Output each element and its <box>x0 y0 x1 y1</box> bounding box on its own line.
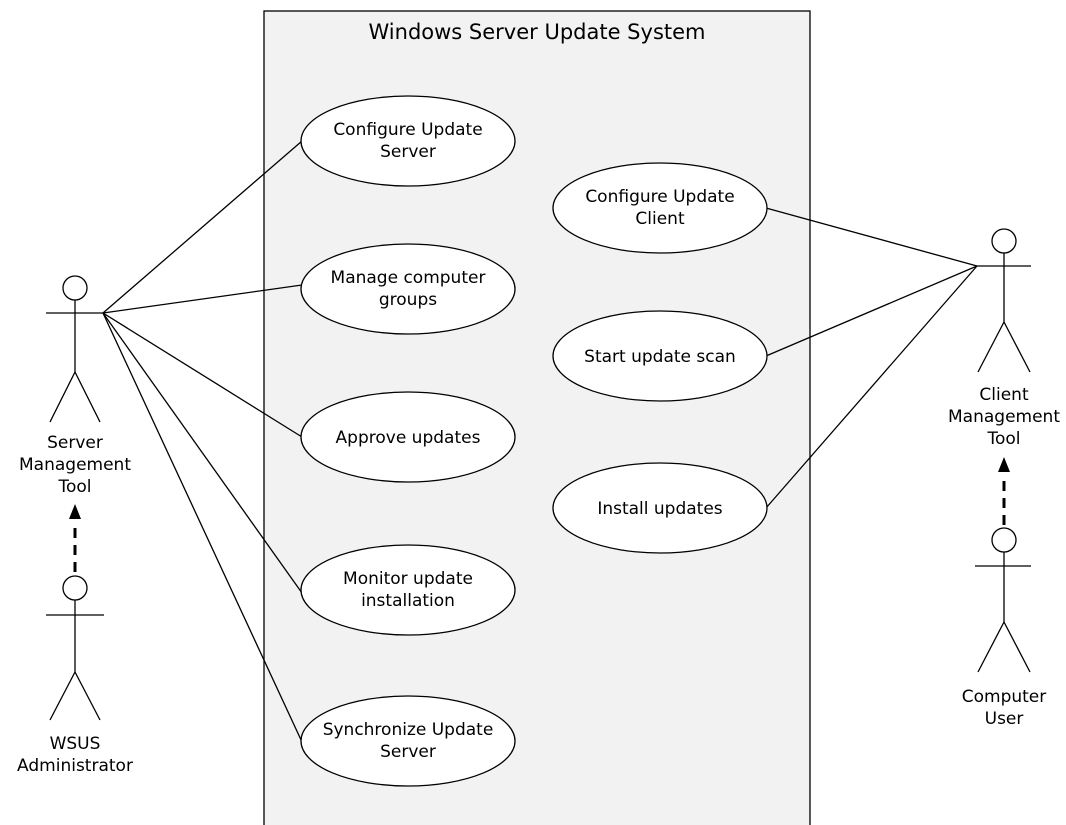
svg-text:installation: installation <box>361 591 455 611</box>
svg-text:Tool: Tool <box>986 429 1020 449</box>
association-line <box>102 312 303 743</box>
actor-head <box>991 527 1017 553</box>
arrowhead-icon <box>69 504 81 519</box>
svg-text:Client: Client <box>635 209 685 229</box>
svg-text:Server: Server <box>47 433 103 453</box>
svg-text:Client: Client <box>979 385 1029 405</box>
svg-text:Configure Update: Configure Update <box>333 120 482 140</box>
client-associations <box>765 207 978 509</box>
actor-head <box>62 275 88 301</box>
association-line <box>102 140 303 314</box>
arrowhead-icon <box>998 457 1010 472</box>
association-line <box>102 312 303 438</box>
use-case-approve-updates: Approve updates <box>300 391 516 483</box>
use-case-synchronize-update-server: Synchronize Update Server <box>300 695 516 787</box>
svg-text:Tool: Tool <box>57 477 91 497</box>
association-line <box>765 207 978 267</box>
association-line <box>102 312 303 594</box>
actor-wsus-administrator: WSUS Administrator <box>17 575 133 776</box>
svg-text:Computer: Computer <box>962 687 1047 707</box>
association-line <box>765 265 978 509</box>
svg-text:Server: Server <box>380 142 436 162</box>
svg-text:Approve updates: Approve updates <box>336 428 481 448</box>
actor-client-management-tool: Client Management Tool <box>948 228 1060 449</box>
actor-head <box>991 228 1017 254</box>
use-case-monitor-update-installation: Monitor update installation <box>300 544 516 636</box>
svg-text:Administrator: Administrator <box>17 756 133 776</box>
system-title: Windows Server Update System <box>369 20 706 44</box>
svg-text:User: User <box>985 709 1024 729</box>
svg-text:groups: groups <box>379 290 437 310</box>
svg-text:Monitor update: Monitor update <box>343 569 473 589</box>
svg-text:WSUS: WSUS <box>50 734 101 754</box>
actor-server-management-tool: Server Management Tool <box>19 275 131 497</box>
svg-text:Manage computer: Manage computer <box>331 268 486 288</box>
svg-text:Configure Update: Configure Update <box>585 187 734 207</box>
association-line <box>102 284 303 314</box>
svg-text:Install updates: Install updates <box>597 499 722 519</box>
actor-head <box>62 575 88 601</box>
use-case-install-updates: Install updates <box>552 462 768 554</box>
use-case-start-update-scan: Start update scan <box>552 310 768 402</box>
svg-text:Management: Management <box>948 407 1060 427</box>
svg-text:Start update scan: Start update scan <box>584 347 736 367</box>
dependency-user-to-client-tool <box>998 457 1010 525</box>
association-line <box>765 265 978 357</box>
svg-text:Server: Server <box>380 742 436 762</box>
use-case-configure-update-server: Configure Update Server <box>300 95 516 187</box>
actor-computer-user: Computer User <box>962 527 1047 729</box>
dependency-wsus-to-server-tool <box>69 504 81 572</box>
use-case-manage-computer-groups: Manage computer groups <box>300 243 516 335</box>
svg-text:Synchronize Update: Synchronize Update <box>323 720 494 740</box>
svg-text:Management: Management <box>19 455 131 475</box>
use-case-configure-update-client: Configure Update Client <box>552 162 768 254</box>
server-associations <box>102 140 303 743</box>
